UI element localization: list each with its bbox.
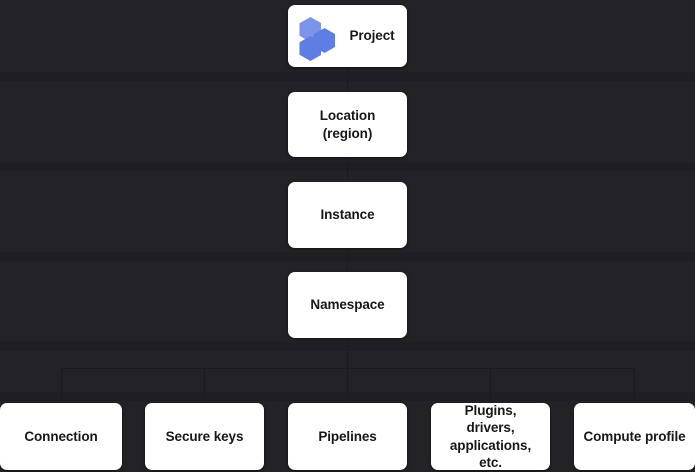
node-namespace[interactable]: Namespace [288,272,407,338]
node-project-label: Project [349,28,395,44]
node-pipelines[interactable]: Pipelines [288,403,407,470]
node-compute-profile-label: Compute profile [583,428,686,444]
node-instance[interactable]: Instance [288,182,407,248]
background-band [0,162,695,171]
background-band [0,342,695,351]
background-band [0,392,695,401]
node-project[interactable]: Project [288,5,407,67]
node-namespace-label: Namespace [310,297,385,313]
connector-namespace-bus [347,338,348,368]
node-plugins[interactable]: Plugins, drivers, applications, etc. [431,403,550,470]
node-connection-label: Connection [24,428,98,444]
background-band [0,72,695,81]
node-secure-keys[interactable]: Secure keys [145,403,264,470]
node-plugins-label: Plugins, drivers, applications, etc. [449,402,532,470]
node-connection[interactable]: Connection [0,403,122,470]
connector-bus-secure-keys [204,368,205,403]
node-compute-profile[interactable]: Compute profile [574,403,695,470]
node-instance-label: Instance [320,207,375,223]
node-pipelines-label: Pipelines [318,428,377,444]
node-location-label: Location (region) [319,108,376,141]
node-secure-keys-label: Secure keys [165,428,244,444]
connector-bus-connection [61,368,62,403]
connector-instance-namespace [347,248,348,270]
connector-bus [61,368,634,369]
connector-location-instance [347,158,348,180]
hexagon-cluster-logo [298,17,338,61]
connector-project-location [347,68,348,90]
connector-bus-plugins [490,368,491,403]
background-band [0,252,695,261]
connector-bus-pipelines [347,368,348,403]
connector-bus-compute-profile [634,368,635,403]
node-location[interactable]: Location (region) [288,92,407,157]
hexagon-shape [299,36,322,61]
